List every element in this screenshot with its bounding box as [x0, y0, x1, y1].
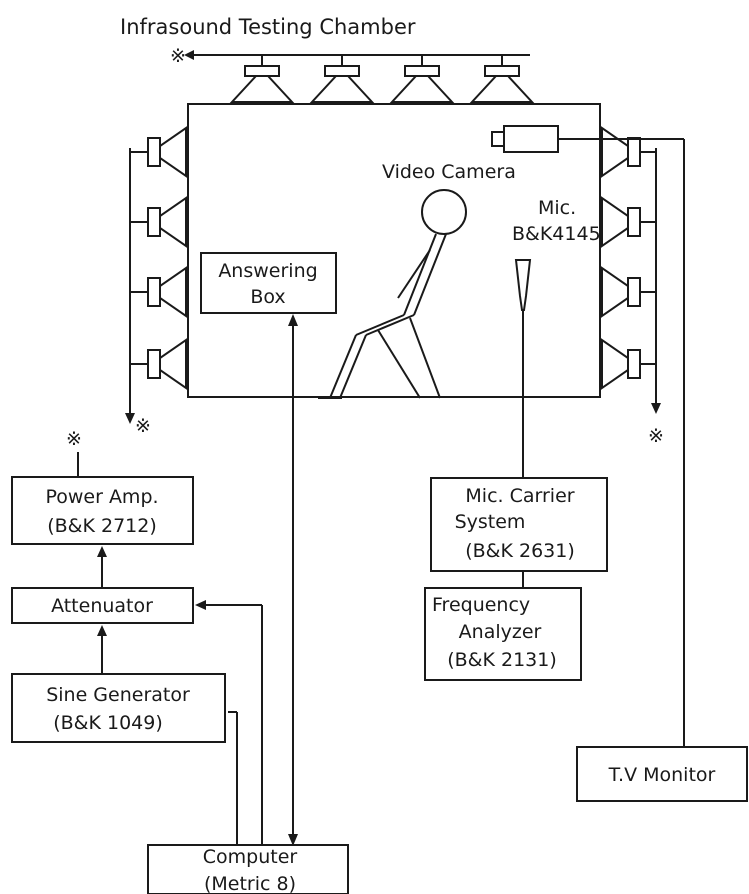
computer-line2: (Metric 8): [204, 873, 296, 894]
sine-generator-box: Sine Generator (B&K 1049): [11, 673, 226, 743]
frequency-analyzer-box: Frequency Analyzer (B&K 2131): [424, 587, 582, 681]
right-speakers: [601, 126, 661, 414]
speaker-left-3: [130, 266, 187, 318]
computer-box: Computer (Metric 8): [147, 844, 349, 894]
microphone-icon: [514, 259, 532, 478]
mic-carrier-line2: System: [455, 511, 526, 533]
speaker-left-1: [130, 126, 187, 178]
video-camera-icon: [491, 125, 684, 153]
marker-top: ※: [170, 45, 186, 67]
speaker-right-3: [601, 266, 656, 318]
speaker-top-2: [309, 55, 375, 103]
speaker-top-1: [229, 55, 295, 103]
speaker-left-4: [130, 338, 187, 390]
top-speakers: [229, 55, 535, 103]
answering-box: Answering Box: [200, 252, 337, 314]
speaker-left-2: [130, 196, 187, 248]
speaker-right-2: [601, 196, 656, 248]
answering-box-line2: Box: [250, 286, 285, 308]
frequency-analyzer-line3: (B&K 2131): [447, 649, 557, 671]
top-speaker-wiring: [184, 50, 530, 60]
frequency-analyzer-line1: Frequency: [432, 594, 530, 616]
attenuator-label: Attenuator: [51, 595, 153, 617]
marker-right-speakers: ※: [648, 425, 664, 447]
tv-monitor-label: T.V Monitor: [608, 764, 716, 786]
frequency-analyzer-line2: Analyzer: [459, 621, 542, 643]
sine-generator-line1: Sine Generator: [46, 684, 190, 706]
diagram-title: Infrasound Testing Chamber: [120, 15, 416, 39]
seated-person-icon: [318, 189, 467, 399]
computer-sine-link: [228, 711, 238, 845]
attenuator-box: Attenuator: [11, 587, 194, 624]
answering-computer-link: [288, 314, 298, 846]
speaker-top-4: [469, 55, 535, 103]
tv-monitor-box: T.V Monitor: [576, 746, 748, 802]
left-speakers: [125, 126, 187, 424]
sine-generator-line2: (B&K 1049): [53, 712, 163, 734]
computer-line1: Computer: [203, 846, 298, 868]
mic-label-line1: Mic.: [538, 197, 576, 219]
marker-left-speakers: ※: [135, 415, 151, 437]
speaker-top-3: [389, 55, 455, 103]
mic-carrier-line1: Mic. Carrier: [465, 485, 574, 507]
computer-attenuator-link: [195, 600, 263, 845]
power-amp-box: Power Amp. (B&K 2712): [11, 476, 194, 545]
speaker-right-1: [601, 126, 656, 178]
mic-carrier-line3: (B&K 2631): [465, 540, 575, 562]
power-amp-line1: Power Amp.: [45, 486, 158, 508]
answering-box-line1: Answering: [218, 260, 317, 282]
mic-carrier-box: Mic. Carrier System (B&K 2631): [430, 477, 608, 572]
speaker-right-4: [601, 338, 656, 390]
mic-label-line2: B&K4145: [512, 223, 601, 245]
power-amp-line2: (B&K 2712): [47, 515, 157, 537]
video-camera-label: Video Camera: [382, 161, 516, 183]
marker-power-amp: ※: [66, 428, 82, 450]
